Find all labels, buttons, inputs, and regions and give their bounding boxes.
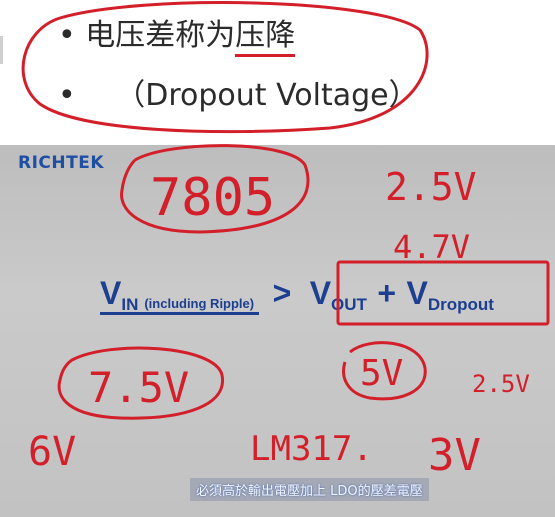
bullet-marker: • xyxy=(58,18,76,53)
vin-subscript: IN xyxy=(121,295,139,314)
subtitle-caption: 必須高於輸出電壓加上 LDO的壓差電壓 xyxy=(190,478,429,501)
vdrop-symbol: V xyxy=(406,275,428,311)
bullet-line-1: • 电压差称为压降 xyxy=(58,10,296,57)
slide-image: RICHTEK VIN(including Ripple) > VOUT + V… xyxy=(0,145,555,517)
slide-edge xyxy=(0,36,15,64)
plus-sign: + xyxy=(377,275,397,311)
vin-term: VIN (including Ripple) xyxy=(100,275,259,315)
vin-symbol: V xyxy=(100,275,122,311)
dropout-equation: VIN(including Ripple) > VOUT + VDropout xyxy=(100,275,494,315)
vout-symbol: V xyxy=(309,275,332,311)
bullet-emphasis: 压降 xyxy=(235,18,296,57)
bullet-text: （Dropout Voltage） xyxy=(115,78,419,113)
richtek-logo: RICHTEK xyxy=(18,153,105,173)
greater-than: > xyxy=(272,275,292,311)
vout-subscript: OUT xyxy=(331,295,367,314)
vin-note: (including Ripple) xyxy=(144,296,255,311)
bullet-marker: • xyxy=(58,78,76,113)
bullet-line-2: • （Dropout Voltage） xyxy=(58,70,419,114)
vdrop-subscript: Dropout xyxy=(427,295,494,314)
bullet-text: 电压差称为 xyxy=(85,18,236,53)
title-area: • 电压差称为压降 • （Dropout Voltage） xyxy=(0,0,555,130)
